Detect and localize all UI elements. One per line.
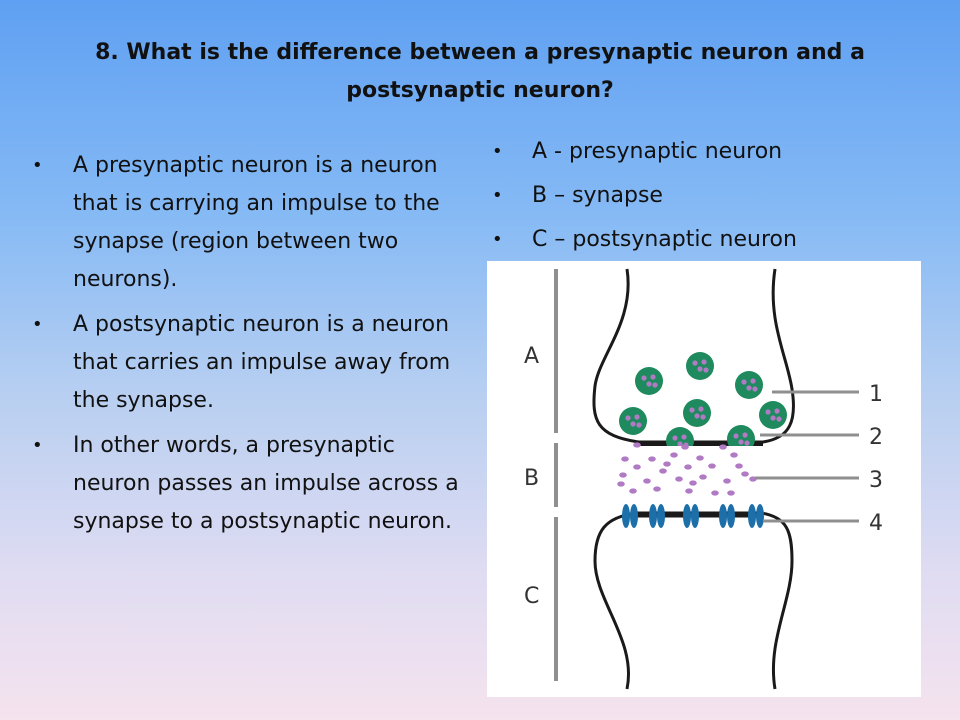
synapse-diagram: A B C 1 2 3 4 <box>487 261 921 697</box>
bullet-text: In other words, a presynaptic neuron pas… <box>73 433 459 534</box>
neurotransmitter-dot <box>727 490 735 496</box>
list-item: • C – postsynaptic neuron <box>490 221 920 259</box>
vesicle <box>735 371 763 399</box>
postsynaptic-neuron <box>593 511 794 690</box>
bullet-icon: • <box>492 185 503 206</box>
neurotransmitter-dot <box>663 461 671 467</box>
list-item: • In other words, a presynaptic neuron p… <box>30 427 460 541</box>
neurotransmitter-dot <box>749 476 757 482</box>
neurotransmitter-dot <box>619 472 627 478</box>
receptor <box>649 504 665 528</box>
bullet-icon: • <box>32 155 43 176</box>
bullet-icon: • <box>492 229 503 250</box>
neurotransmitter-dot <box>633 442 641 448</box>
neurotransmitter-dot <box>719 444 727 450</box>
legend-text: A - presynaptic neuron <box>532 139 783 164</box>
slide-title: 8. What is the difference between a pres… <box>95 40 865 103</box>
neurotransmitter-dot <box>699 474 707 480</box>
bullet-text: A presynaptic neuron is a neuron that is… <box>73 153 440 292</box>
presynaptic-terminal <box>592 268 795 444</box>
neurotransmitters <box>617 442 757 496</box>
neurotransmitter-dot <box>633 464 641 470</box>
neurotransmitter-dot <box>685 488 693 494</box>
list-item: • A postsynaptic neuron is a neuron that… <box>30 306 460 420</box>
neurotransmitter-dot <box>629 488 637 494</box>
definition-list: • A presynaptic neuron is a neuron that … <box>30 147 460 548</box>
bullet-icon: • <box>492 141 503 162</box>
neurotransmitter-dot <box>711 490 719 496</box>
legend-list: • A - presynaptic neuron • B – synapse •… <box>490 133 920 265</box>
vesicle <box>683 399 711 427</box>
list-item: • A presynaptic neuron is a neuron that … <box>30 147 460 299</box>
vesicle <box>759 401 787 429</box>
neurotransmitter-dot <box>675 476 683 482</box>
region-label-a: A <box>524 344 539 369</box>
vesicle <box>686 352 714 380</box>
neurotransmitter-dot <box>741 471 749 477</box>
callout-label-3: 3 <box>869 468 883 493</box>
vesicle <box>619 407 647 435</box>
receptor <box>683 504 699 528</box>
neurotransmitter-dot <box>648 456 656 462</box>
neurotransmitter-dot <box>659 468 667 474</box>
synaptic-vesicles <box>619 352 787 456</box>
receptor <box>748 504 764 528</box>
list-item: • A - presynaptic neuron <box>490 133 920 171</box>
bullet-icon: • <box>32 314 43 335</box>
neurotransmitter-dot <box>696 455 704 461</box>
neurotransmitter-dot <box>621 456 629 462</box>
callout-label-4: 4 <box>869 511 883 536</box>
neurotransmitter-dot <box>708 463 716 469</box>
receptor <box>719 504 735 528</box>
region-label-b: B <box>524 466 539 491</box>
vesicle <box>635 367 663 395</box>
neurotransmitter-dot <box>684 464 692 470</box>
bullet-text: A postsynaptic neuron is a neuron that c… <box>73 312 451 413</box>
neurotransmitter-dot <box>670 452 678 458</box>
bullet-icon: • <box>32 435 43 456</box>
list-item: • B – synapse <box>490 177 920 215</box>
legend-text: B – synapse <box>532 183 663 208</box>
neurotransmitter-dot <box>723 478 731 484</box>
synapse-diagram-svg: A B C 1 2 3 4 <box>524 268 883 690</box>
callout-label-1: 1 <box>869 382 883 407</box>
neurotransmitter-dot <box>643 478 651 484</box>
neurotransmitter-dot <box>689 480 697 486</box>
callout-label-2: 2 <box>869 425 883 450</box>
receptor <box>622 504 638 528</box>
receptors <box>622 504 764 528</box>
region-label-c: C <box>524 584 539 609</box>
neurotransmitter-dot <box>735 463 743 469</box>
neurotransmitter-dot <box>653 486 661 492</box>
legend-text: C – postsynaptic neuron <box>532 227 797 252</box>
neurotransmitter-dot <box>681 444 689 450</box>
neurotransmitter-dot <box>730 452 738 458</box>
neurotransmitter-dot <box>617 481 625 487</box>
